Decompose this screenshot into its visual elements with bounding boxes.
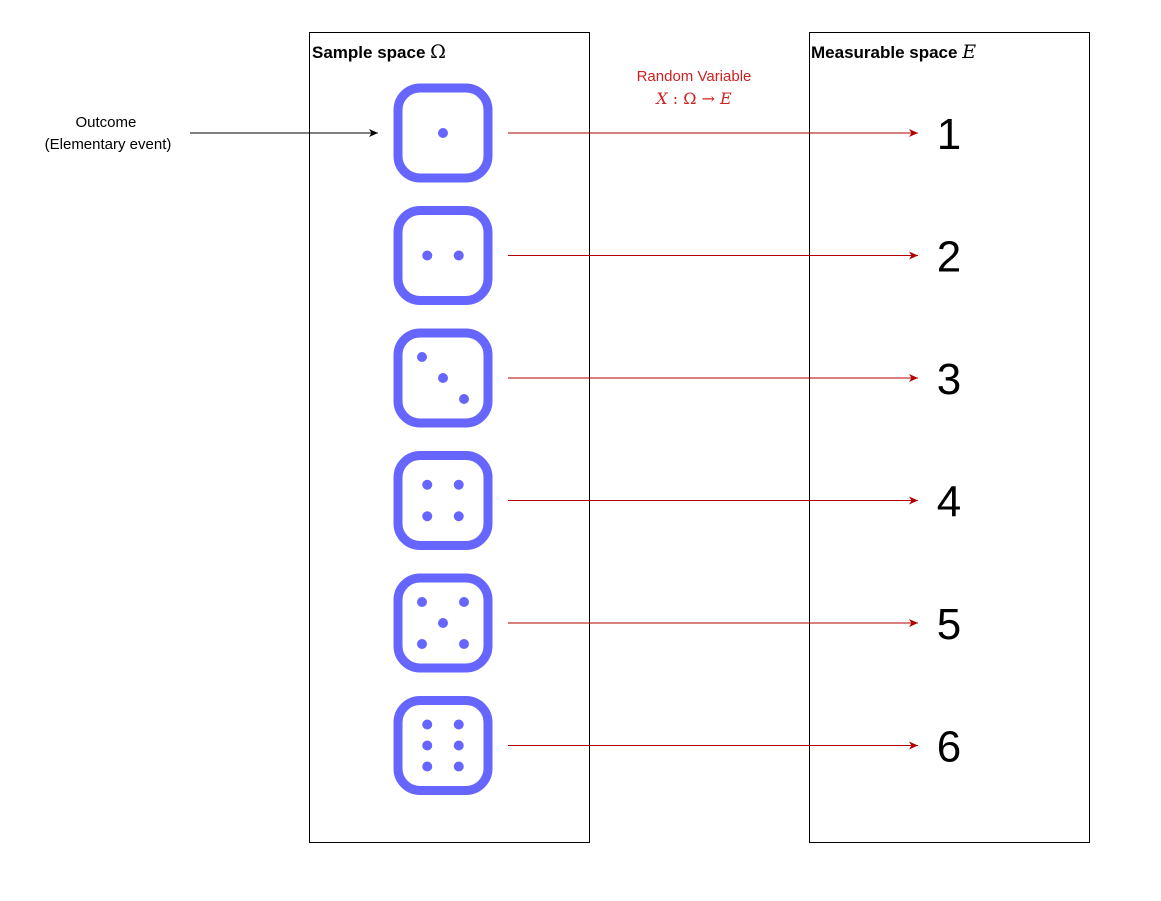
outcome-row-6: 6 <box>393 696 961 795</box>
measurable-space-box <box>809 32 1090 843</box>
outcome-row-3: 3 <box>393 328 961 428</box>
die-pip <box>453 479 464 490</box>
die-pip <box>438 373 448 383</box>
die-pip <box>417 639 427 649</box>
die-face-4-icon <box>393 451 493 550</box>
die-pip <box>459 639 469 649</box>
die-pip <box>417 352 427 362</box>
value-label-5: 5 <box>937 600 961 649</box>
outcome-row-5: 5 <box>393 573 961 673</box>
die-pip <box>438 128 448 138</box>
die-face-5-icon <box>393 573 493 673</box>
die-face-6-icon <box>393 696 493 795</box>
die-face-2-icon <box>393 206 493 305</box>
die-pip <box>422 511 433 522</box>
die-pip <box>422 740 433 751</box>
die-body <box>393 696 493 795</box>
die-pip <box>453 761 464 772</box>
die-pip <box>422 479 433 490</box>
die-pip <box>459 597 469 607</box>
die-pip <box>417 597 427 607</box>
measurable-space-title: Measurable space E <box>811 41 976 63</box>
die-pip <box>438 618 448 628</box>
outcome-row-4: 4 <box>393 451 961 550</box>
value-label-3: 3 <box>937 355 961 404</box>
die-pip <box>453 250 464 261</box>
sample-space-title: Sample space Ω <box>312 41 446 63</box>
random-variable-formula: X : Ω → E <box>654 89 732 108</box>
outcome-rows: 1 2 3 4 5 6 <box>393 83 961 795</box>
value-label-1: 1 <box>937 110 961 159</box>
die-body <box>393 451 493 550</box>
die-pip <box>422 719 433 730</box>
die-face-3-icon <box>393 328 493 428</box>
value-label-4: 4 <box>937 478 961 527</box>
die-pip <box>453 719 464 730</box>
die-pip <box>422 250 433 261</box>
die-pip <box>453 511 464 522</box>
die-pip <box>453 740 464 751</box>
outcome-label: Outcome (Elementary event) <box>45 114 172 153</box>
die-body <box>393 206 493 305</box>
random-variable-label: Random Variable <box>637 68 752 85</box>
outcome-row-1: 1 <box>393 83 961 183</box>
value-label-6: 6 <box>937 723 961 772</box>
die-face-1-icon <box>393 83 493 183</box>
outcome-row-2: 2 <box>393 206 961 305</box>
die-pip <box>422 761 433 772</box>
die-pip <box>459 394 469 404</box>
value-label-2: 2 <box>937 233 961 282</box>
